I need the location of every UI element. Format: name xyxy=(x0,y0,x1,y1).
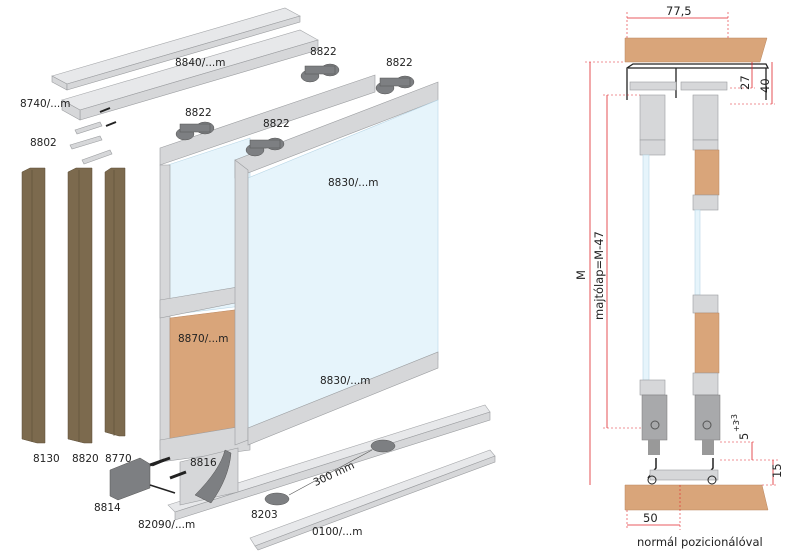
rollers xyxy=(175,63,415,157)
dim-40: 40 xyxy=(758,78,772,93)
label-8822: 8822 xyxy=(310,46,337,58)
bottom-guide xyxy=(109,449,232,504)
ceiling-wood xyxy=(624,37,768,63)
label-8830-lower: 8830/...m xyxy=(320,375,371,387)
label-8840: 8840/...m xyxy=(175,57,226,69)
label-8816: 8816 xyxy=(190,457,217,469)
dim-15: 15 xyxy=(770,463,784,478)
handle-profiles xyxy=(21,167,126,444)
top-rail xyxy=(61,29,319,121)
label-8802: 8802 xyxy=(30,137,57,149)
label-8822: 8822 xyxy=(185,107,212,119)
dim-adjust-plus: +3 xyxy=(732,420,741,432)
dim-adjust-minus: -3 xyxy=(730,414,739,422)
label-8870: 8870/...m xyxy=(178,333,229,345)
dimension-lines xyxy=(585,12,778,530)
dim-M: M xyxy=(574,270,588,280)
floor-stops xyxy=(264,439,396,506)
label-8820: 8820 xyxy=(72,453,99,465)
floor-rail xyxy=(249,449,496,551)
label-8830-upper: 8830/...m xyxy=(328,177,379,189)
label-8822: 8822 xyxy=(263,118,290,130)
label-8203: 8203 xyxy=(251,509,278,521)
label-8130: 8130 xyxy=(33,453,60,465)
back-door xyxy=(159,74,376,463)
dim-door-height: majtólap=M-47 xyxy=(592,231,606,320)
label-82090: 82090/...m xyxy=(138,519,195,531)
label-8822: 8822 xyxy=(386,57,413,69)
dim-50: 50 xyxy=(643,511,658,525)
label-8740: 8740/...m xyxy=(20,98,71,110)
caption: normál pozicionálóval xyxy=(637,535,763,549)
dim-adjust: 5 xyxy=(737,433,751,440)
dim-27: 27 xyxy=(738,75,752,90)
label-8814: 8814 xyxy=(94,502,121,514)
dim-width: 77,5 xyxy=(666,4,692,18)
exploded-view: 8740/...m 8840/...m 8822 8822 8822 8822 … xyxy=(20,7,496,551)
label-0100: 0100/...m xyxy=(312,526,363,538)
floor-wood xyxy=(624,484,769,511)
label-8770: 8770 xyxy=(105,453,132,465)
section-view: 77,5 27 40 M majtólap=M-47 5 +3 -3 15 50… xyxy=(574,4,784,549)
top-cover-rail xyxy=(51,7,301,91)
guide-plates xyxy=(69,107,117,165)
front-door xyxy=(234,81,439,446)
